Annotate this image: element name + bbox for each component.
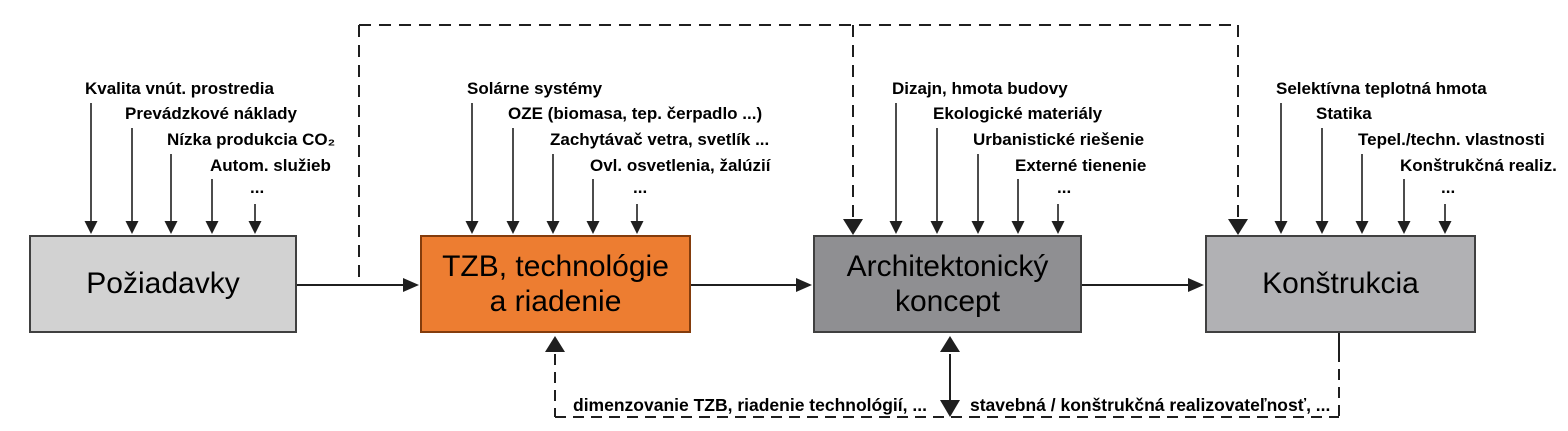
input-label-ellipsis: ... <box>250 178 265 197</box>
dashed-arrowhead-into-konstrukcia <box>1228 219 1248 235</box>
feedback-label-dimenzovanie-tzb: dimenzovanie TZB, riadenie technológií, … <box>573 395 927 415</box>
node-tzb-label-line1: TZB, technológie <box>442 249 669 283</box>
dashed-arrowhead-into-architektonicky <box>843 219 863 235</box>
input-label: Nízka produkcia CO₂ <box>167 130 336 149</box>
input-label-ellipsis: ... <box>1057 178 1072 197</box>
input-label: Statika <box>1316 104 1372 123</box>
input-label: Prevádzkové náklady <box>125 104 297 123</box>
node-tzb-technologie: TZB, technológie a riadenie <box>420 235 691 333</box>
input-arrows-poziadavky <box>84 103 262 234</box>
input-label: Externé tienenie <box>1015 156 1147 175</box>
down-arrowhead-from-architektonicky <box>940 400 960 417</box>
input-label: Ovl. osvetlenia, žalúzií <box>590 156 771 175</box>
input-label-ellipsis: ... <box>1441 178 1456 197</box>
node-architektonicky-label-line1: Architektonický <box>846 249 1049 283</box>
top-dashed-feedforward-path <box>358 24 1248 283</box>
input-label: Urbanistické riešenie <box>973 130 1145 149</box>
arrowhead-tzb-to-architektonicky <box>796 278 812 292</box>
up-arrowhead-into-architektonicky <box>940 336 960 352</box>
node-konstrukcia: Konštrukcia <box>1205 235 1476 333</box>
node-tzb-label-line2: a riadenie <box>489 285 622 318</box>
input-label: Autom. služieb <box>210 156 331 175</box>
input-label: Solárne systémy <box>467 79 603 98</box>
node-poziadavky: Požiadavky <box>29 235 297 333</box>
bottom-feedback-path <box>545 333 1340 418</box>
input-arrows-konstrukcia <box>1274 103 1452 234</box>
node-architektonicky-label-line2: koncept <box>894 285 1001 318</box>
feedback-label-stavebna-realizovatelnost: stavebná / konštrukčná realizovateľnosť,… <box>970 395 1331 415</box>
node-architektonicky-koncept: Architektonický koncept <box>813 235 1082 333</box>
input-label: Selektívna teplotná hmota <box>1276 79 1487 98</box>
input-label-ellipsis: ... <box>633 178 648 197</box>
input-arrows-tzb <box>465 103 644 234</box>
input-label: Kvalita vnút. prostredia <box>85 79 274 98</box>
input-label: Konštrukčná realiz. <box>1400 156 1557 175</box>
node-poziadavky-label: Požiadavky <box>86 267 240 301</box>
arrowhead-poziadavky-to-tzb <box>403 278 419 292</box>
input-label: Dizajn, hmota budovy <box>892 79 1068 98</box>
input-arrows-architektonicky <box>889 103 1065 234</box>
input-label: OZE (biomasa, tep. čerpadlo ...) <box>508 104 763 123</box>
node-konstrukcia-label: Konštrukcia <box>1262 267 1419 301</box>
main-flow-arrows <box>297 278 1204 292</box>
input-label: Zachytávač vetra, svetlík ... <box>550 130 770 149</box>
input-label: Tepel./techn. vlastnosti <box>1358 130 1545 149</box>
arrowhead-architektonicky-to-konstrukcia <box>1188 278 1204 292</box>
input-label: Ekologické materiály <box>933 104 1103 123</box>
up-arrowhead-into-tzb <box>545 336 565 352</box>
